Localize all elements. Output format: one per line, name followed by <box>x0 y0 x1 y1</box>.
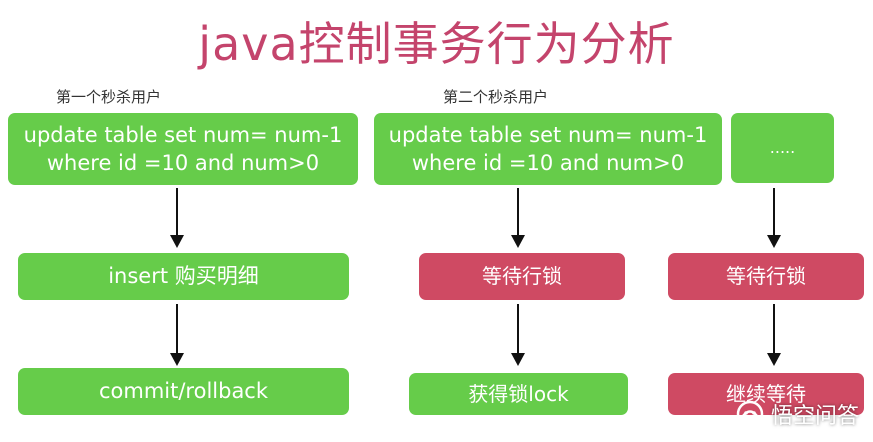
insert-box: insert 购买明细 <box>18 253 349 300</box>
update-box-user1: update table set num= num-1 where id =10… <box>8 113 358 185</box>
watermark-logo: 悟空问答 <box>735 398 859 430</box>
watermark-text: 悟空问答 <box>770 404 859 429</box>
arrow-down <box>767 188 781 248</box>
arrow-down <box>767 304 781 366</box>
label-second-user: 第二个秒杀用户 <box>443 88 549 106</box>
arrow-down <box>170 304 184 366</box>
commit-box: commit/rollback <box>18 368 349 415</box>
arrow-down <box>170 188 184 248</box>
update-box-user2: update table set num= num-1 where id =10… <box>374 113 722 185</box>
continue-wait-box: 继续等待 <box>668 373 864 415</box>
wait-lock-box-user2: 等待行锁 <box>419 253 625 300</box>
more-users-box: ..... <box>731 113 834 183</box>
arrow-down <box>511 188 525 248</box>
arrow-down <box>511 304 525 366</box>
label-first-user: 第一个秒杀用户 <box>56 88 162 106</box>
acquire-lock-box: 获得锁lock <box>409 373 628 415</box>
wukong-logo-icon <box>736 400 764 428</box>
diagram-title: java控制事务行为分析 <box>198 17 675 71</box>
wait-lock-box-user3: 等待行锁 <box>668 253 864 300</box>
